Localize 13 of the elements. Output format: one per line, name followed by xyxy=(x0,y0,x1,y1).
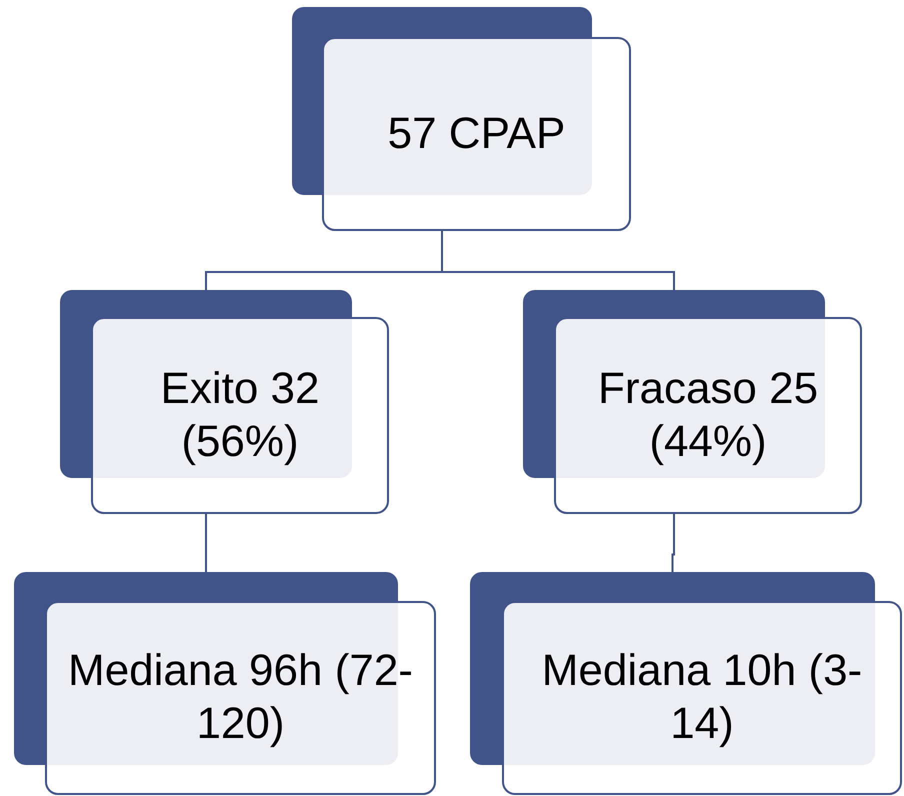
node-text: Exito 32 (56%) xyxy=(160,362,320,468)
connector-line xyxy=(672,513,675,572)
node-text: Mediana 10h (3-14) xyxy=(540,645,864,750)
node-text: Mediana 96h (72-120) xyxy=(67,645,414,750)
connector-line xyxy=(205,513,207,572)
process-box xyxy=(470,572,901,794)
connector-line xyxy=(441,230,675,290)
node-text: Fracaso 25 (44%) xyxy=(596,362,820,468)
node-text: 57 CPAP xyxy=(388,108,566,160)
process-box xyxy=(292,7,630,230)
process-box xyxy=(523,290,861,513)
process-box xyxy=(60,290,388,513)
process-box xyxy=(14,572,435,794)
